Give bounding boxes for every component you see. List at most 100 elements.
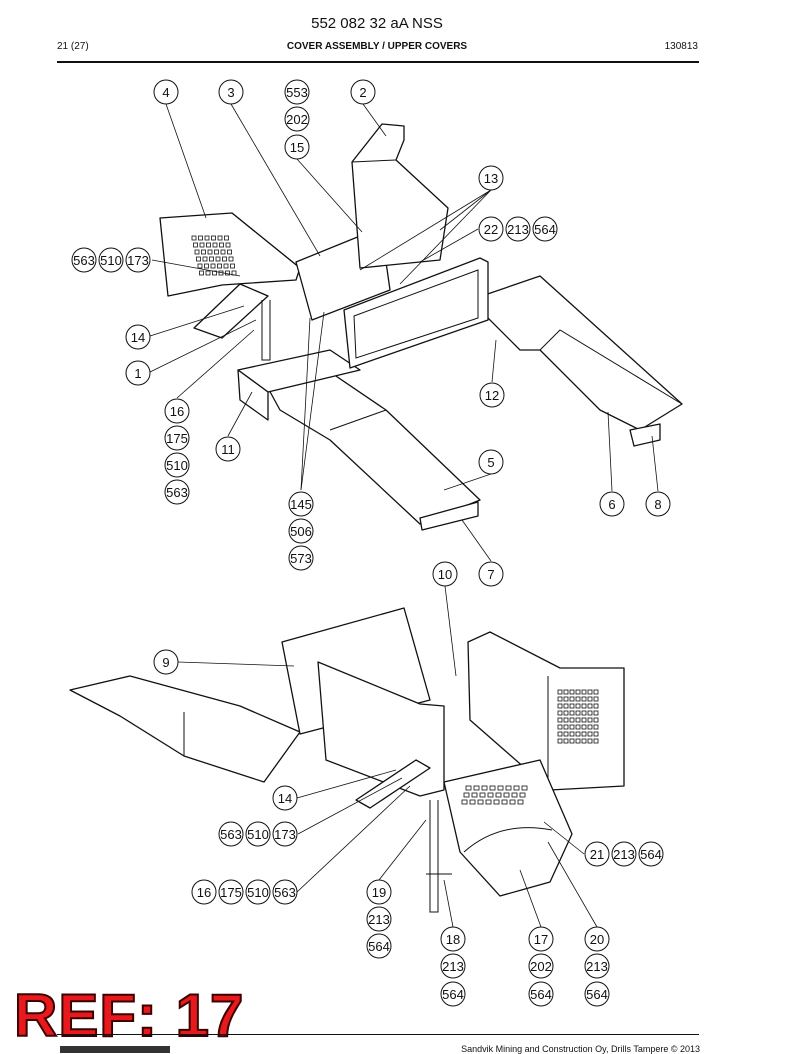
- svg-text:213: 213: [507, 222, 529, 237]
- callout-202: 202: [528, 953, 554, 979]
- svg-text:9: 9: [162, 655, 169, 670]
- svg-text:175: 175: [220, 885, 242, 900]
- bottom-assembly: [69, 607, 625, 913]
- svg-text:213: 213: [613, 847, 635, 862]
- callout-213: 213: [440, 953, 466, 979]
- svg-text:12: 12: [485, 388, 499, 403]
- svg-text:564: 564: [586, 987, 608, 1002]
- header-rule: [57, 61, 699, 63]
- callout-510: 510: [164, 452, 190, 478]
- top-assembly: [159, 123, 683, 531]
- callout-563: 563: [164, 479, 190, 505]
- callout-5: 5: [478, 449, 504, 475]
- callout-202: 202: [284, 106, 310, 132]
- callout-10: 10: [432, 561, 458, 587]
- svg-text:14: 14: [278, 791, 292, 806]
- svg-text:573: 573: [290, 551, 312, 566]
- callout-510: 510: [245, 879, 271, 905]
- footer-copyright: Sandvik Mining and Construction Oy, Dril…: [461, 1044, 700, 1054]
- svg-text:213: 213: [442, 959, 464, 974]
- callout-563: 563: [71, 247, 97, 273]
- svg-text:563: 563: [166, 485, 188, 500]
- callout-8: 8: [645, 491, 671, 517]
- callout-175: 175: [218, 879, 244, 905]
- callout-22: 22: [478, 216, 504, 242]
- callout-173: 173: [125, 247, 151, 273]
- callout-13: 13: [478, 165, 504, 191]
- svg-text:145: 145: [290, 497, 312, 512]
- callout-1: 1: [125, 360, 151, 386]
- callout-17: 17: [528, 926, 554, 952]
- callout-18: 18: [440, 926, 466, 952]
- callout-7: 7: [478, 561, 504, 587]
- svg-text:1: 1: [134, 366, 141, 381]
- callout-564: 564: [584, 981, 610, 1007]
- svg-text:510: 510: [247, 885, 269, 900]
- callout-213: 213: [584, 953, 610, 979]
- svg-text:6: 6: [608, 497, 615, 512]
- svg-text:564: 564: [368, 939, 390, 954]
- callout-16: 16: [191, 879, 217, 905]
- brand-logo-strip: [60, 1046, 170, 1053]
- callout-564: 564: [638, 841, 664, 867]
- svg-text:202: 202: [530, 959, 552, 974]
- svg-text:22: 22: [484, 222, 498, 237]
- svg-text:564: 564: [530, 987, 552, 1002]
- callout-9: 9: [153, 649, 179, 675]
- svg-text:11: 11: [221, 442, 235, 457]
- callout-3: 3: [218, 79, 244, 105]
- svg-text:213: 213: [368, 912, 390, 927]
- svg-text:14: 14: [131, 330, 145, 345]
- svg-text:17: 17: [534, 932, 548, 947]
- callout-563: 563: [218, 821, 244, 847]
- reference-label: REF: 17: [13, 982, 245, 1049]
- callout-213: 213: [505, 216, 531, 242]
- svg-text:510: 510: [247, 827, 269, 842]
- callout-564: 564: [366, 933, 392, 959]
- callout-173: 173: [272, 821, 298, 847]
- svg-text:510: 510: [100, 253, 122, 268]
- svg-text:553: 553: [286, 85, 308, 100]
- svg-text:2: 2: [359, 85, 366, 100]
- svg-text:175: 175: [166, 431, 188, 446]
- svg-text:19: 19: [372, 885, 386, 900]
- svg-text:4: 4: [162, 85, 169, 100]
- svg-text:16: 16: [170, 404, 184, 419]
- callout-4: 4: [153, 79, 179, 105]
- svg-text:564: 564: [442, 987, 464, 1002]
- callout-506: 506: [288, 518, 314, 544]
- document-code: 130813: [664, 41, 698, 52]
- svg-text:173: 173: [274, 827, 296, 842]
- callout-510: 510: [98, 247, 124, 273]
- callout-175: 175: [164, 425, 190, 451]
- bottom-front-cover-key-grid: [461, 785, 528, 805]
- page-number: 21 (27): [57, 41, 89, 52]
- callout-2: 2: [350, 79, 376, 105]
- svg-text:20: 20: [590, 932, 604, 947]
- svg-text:7: 7: [487, 567, 494, 582]
- callout-213: 213: [611, 841, 637, 867]
- svg-text:564: 564: [640, 847, 662, 862]
- callout-563: 563: [272, 879, 298, 905]
- svg-text:5: 5: [487, 455, 494, 470]
- callout-11: 11: [215, 436, 241, 462]
- svg-text:213: 213: [586, 959, 608, 974]
- callout-564: 564: [440, 981, 466, 1007]
- callout-19: 19: [366, 879, 392, 905]
- callout-21: 21: [584, 841, 610, 867]
- bottom-callouts: 10 9 14 563 510 173 16 175 510 563 19 21…: [153, 561, 664, 1007]
- callout-14: 14: [272, 785, 298, 811]
- callout-20: 20: [584, 926, 610, 952]
- svg-text:563: 563: [274, 885, 296, 900]
- callout-213: 213: [366, 906, 392, 932]
- callout-564: 564: [528, 981, 554, 1007]
- svg-text:13: 13: [484, 171, 498, 186]
- footer-rule: [57, 1034, 699, 1035]
- callout-6: 6: [599, 491, 625, 517]
- svg-text:506: 506: [290, 524, 312, 539]
- svg-text:563: 563: [220, 827, 242, 842]
- svg-text:15: 15: [290, 140, 304, 155]
- page-title: COVER ASSEMBLY / UPPER COVERS: [286, 41, 468, 52]
- svg-text:173: 173: [127, 253, 149, 268]
